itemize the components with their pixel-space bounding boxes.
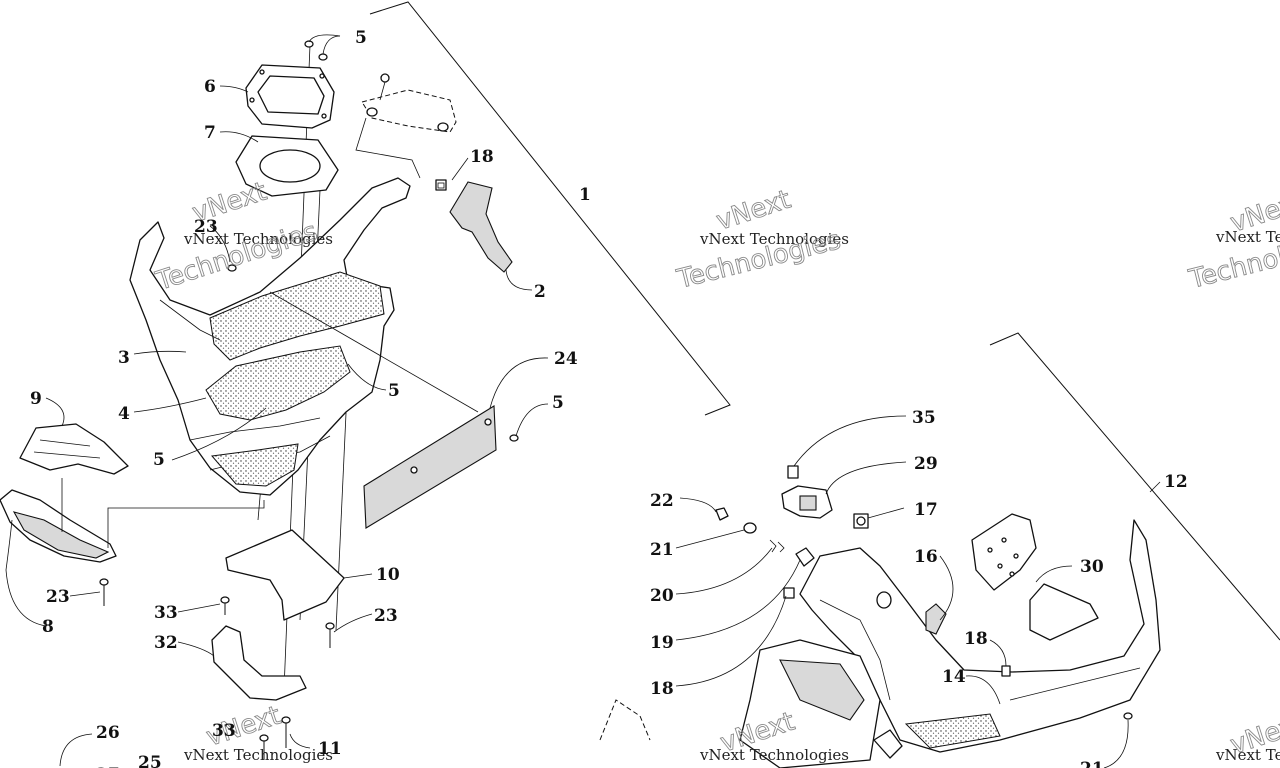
callout-35: 35 (912, 408, 936, 428)
callout-9: 9 (30, 389, 42, 409)
part-12-front-bumper (799, 519, 1161, 753)
callout-33: 33 (212, 721, 236, 741)
callout-5: 5 (388, 381, 400, 401)
callout-5: 5 (153, 450, 165, 470)
callout-5: 5 (355, 28, 367, 48)
callout-29: 29 (914, 454, 938, 474)
watermark-company-text: vNext Technologies (1215, 746, 1280, 764)
callout-2: 2 (534, 282, 546, 302)
callout-10: 10 (376, 565, 400, 585)
part-24-panel (269, 291, 519, 529)
callout-18: 18 (470, 147, 494, 167)
callout-24: 24 (554, 349, 578, 369)
part-18-clip-top (435, 179, 447, 191)
leader-lines-left (5, 34, 549, 767)
watermark-bottom-left: vNext vNext Technologies (183, 700, 333, 764)
watermark-top-center: vNext vNext Technologies Technologies (673, 184, 849, 295)
assembly-bracket-1 (369, 1, 731, 416)
callout-5: 5 (552, 393, 564, 413)
callout-25: 25 (138, 753, 162, 768)
callout-23: 23 (374, 606, 398, 626)
part-30-bracket (971, 513, 1099, 677)
part-6-gasket (245, 64, 335, 129)
part-29-bracket (781, 485, 833, 519)
part-5-washers-top (304, 40, 328, 61)
watermark-company-text: vNext Technologies (699, 746, 849, 764)
callout-17: 17 (914, 500, 938, 520)
watermark-bottom-right: vNext vNext Technologies (1215, 708, 1280, 764)
part-10-lower-plate (225, 529, 345, 621)
callout-6: 6 (204, 77, 216, 97)
watermark-company-text: vNext Technologies (1215, 228, 1280, 246)
watermark-company-text: vNext Technologies (699, 230, 849, 248)
callout-7: 7 (204, 123, 216, 143)
right-lower-parts (599, 639, 1133, 768)
callout-3: 3 (118, 348, 130, 368)
assembly-bracket-12 (989, 332, 1280, 641)
watermark-top-right: vNext vNext Technologies Technologies (1185, 186, 1280, 295)
callout-18: 18 (650, 679, 674, 699)
callout-12: 12 (1164, 472, 1188, 492)
part-7-plate (235, 135, 339, 197)
part-9-deflector (19, 423, 129, 475)
leader-lines-right (675, 415, 1161, 768)
callout-27: 27 (96, 765, 120, 768)
callout-32: 32 (154, 633, 178, 653)
callout-18: 18 (964, 629, 988, 649)
callout-23: 23 (194, 217, 218, 237)
watermark-company-text: vNext Technologies (183, 230, 333, 248)
callout-labels: 1 2 3 4 5 5 5 5 6 7 8 9 10 11 12 14 16 1… (30, 28, 1188, 768)
callout-11: 11 (318, 739, 342, 759)
callout-30: 30 (1080, 557, 1104, 577)
callout-23: 23 (46, 587, 70, 607)
callout-21: 21 (650, 540, 674, 560)
watermark-logo-text: vNext (713, 185, 795, 237)
part-2-pad (449, 181, 513, 273)
callout-4: 4 (118, 404, 130, 424)
callout-1: 1 (579, 185, 591, 205)
watermark-company-text: vNext Technologies (183, 746, 333, 764)
part-22-21-20-fasteners (715, 507, 815, 599)
callout-26: 26 (96, 723, 120, 743)
part-8-lower-deflector (0, 478, 265, 563)
callout-22: 22 (650, 491, 674, 511)
callout-20: 20 (650, 586, 674, 606)
part-3-front-shell (129, 177, 411, 496)
part-35-cap (787, 465, 799, 479)
callout-14: 14 (942, 667, 966, 687)
callout-16: 16 (914, 547, 938, 567)
callout-33: 33 (154, 603, 178, 623)
top-hinge-bracket (355, 73, 457, 179)
part-32-bracket (211, 625, 307, 701)
callout-19: 19 (650, 633, 674, 653)
fasteners-left (99, 264, 335, 760)
callout-8: 8 (42, 617, 54, 637)
callout-21: 21 (1080, 759, 1104, 768)
part-17-grommet (853, 513, 869, 529)
